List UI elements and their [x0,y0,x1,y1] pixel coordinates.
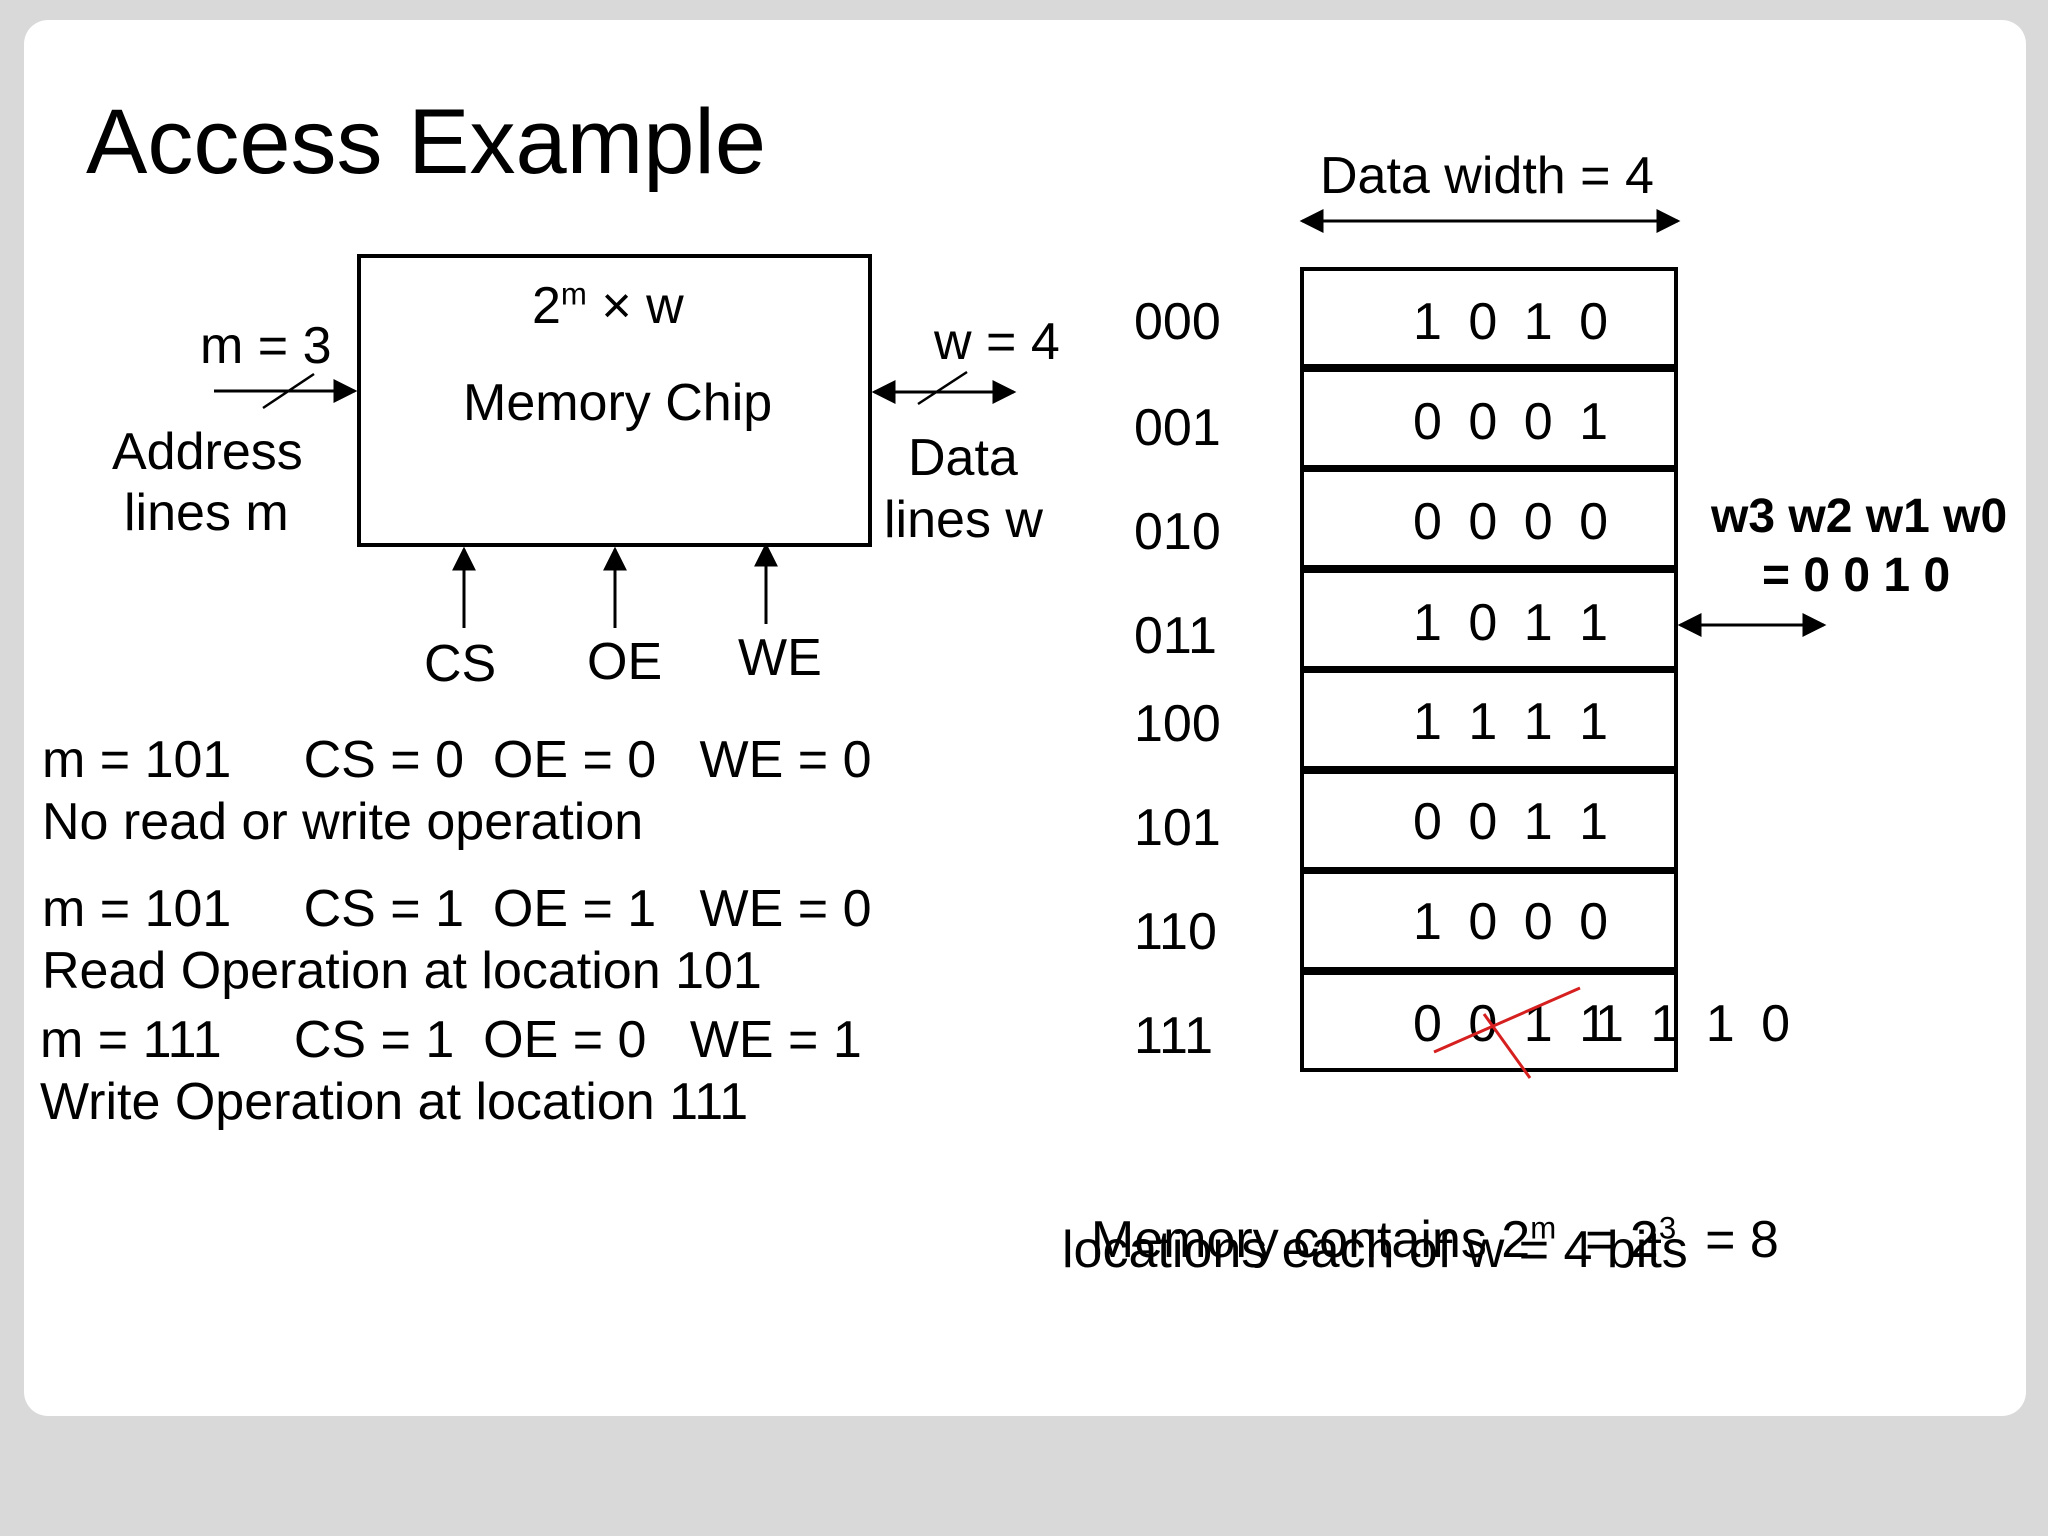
memory-row-010 [1300,468,1678,569]
memory-row-100 [1300,669,1678,770]
example-2-signals: m = 101 CS = 1 OE = 1 WE = 0 [42,880,872,938]
example-1-description: No read or write operation [42,793,644,851]
data-count-label: w = 4 [934,313,1060,371]
memory-value-101: 0 0 1 1 [1413,793,1615,851]
memory-row-110 [1300,870,1678,971]
example-2-description: Read Operation at location 101 [42,942,762,1000]
memory-row-000 [1300,267,1678,368]
memory-row-101 [1300,770,1678,871]
memory-value-000: 1 0 1 0 [1413,293,1615,351]
memory-chip-box [357,254,872,547]
data-lines-label-2: lines w [884,491,1043,549]
chip-name-label: Memory Chip [463,374,773,432]
example-3-signals: m = 111 CS = 1 OE = 0 WE = 1 [40,1011,862,1069]
slide-title: Access Example [86,91,767,193]
example-1-signals: m = 101 CS = 0 OE = 0 WE = 0 [42,731,872,789]
memory-value-111-written: 1 1 1 0 [1595,995,1797,1053]
address-lines-label-2: lines m [124,484,289,542]
address-count-label: m = 3 [200,317,332,375]
slide-canvas [24,20,2026,1416]
data-width-label: Data width = 4 [1320,147,1654,205]
summary-line-1: Memory contains 2m = 23 = 8 [1090,1210,1779,1269]
memory-row-001 [1300,368,1678,469]
address-label-100: 100 [1134,695,1221,753]
chip-size-label: 2m × w [532,276,684,335]
address-label-101: 101 [1134,799,1221,857]
address-label-001: 001 [1134,399,1221,457]
word-bits-label: w3 w2 w1 w0 [1711,490,2008,543]
address-label-010: 010 [1134,503,1221,561]
address-label-110: 110 [1134,903,1217,961]
summary-line-2: locations each of w = 4 bits [1062,1221,1688,1279]
control-oe-label: OE [587,633,663,691]
memory-value-110: 1 0 0 0 [1413,893,1615,951]
memory-value-111-old: 0 0 1 1 [1413,995,1615,1053]
address-label-000: 000 [1134,293,1221,351]
memory-value-010: 0 0 0 0 [1413,493,1615,551]
memory-value-001: 0 0 0 1 [1413,393,1615,451]
address-label-011: 011 [1134,607,1217,665]
address-label-111: 111 [1134,1007,1214,1065]
control-we-label: WE [738,629,822,687]
memory-row-011 [1300,569,1678,670]
memory-value-100: 1 1 1 1 [1413,693,1615,751]
address-lines-label-1: Address [112,423,303,481]
example-3-description: Write Operation at location 111 [40,1073,749,1131]
memory-value-011: 1 0 1 1 [1413,594,1615,652]
data-lines-label-1: Data [908,429,1018,487]
control-cs-label: CS [424,635,497,693]
word-value-label: = 0 0 1 0 [1762,549,1951,602]
